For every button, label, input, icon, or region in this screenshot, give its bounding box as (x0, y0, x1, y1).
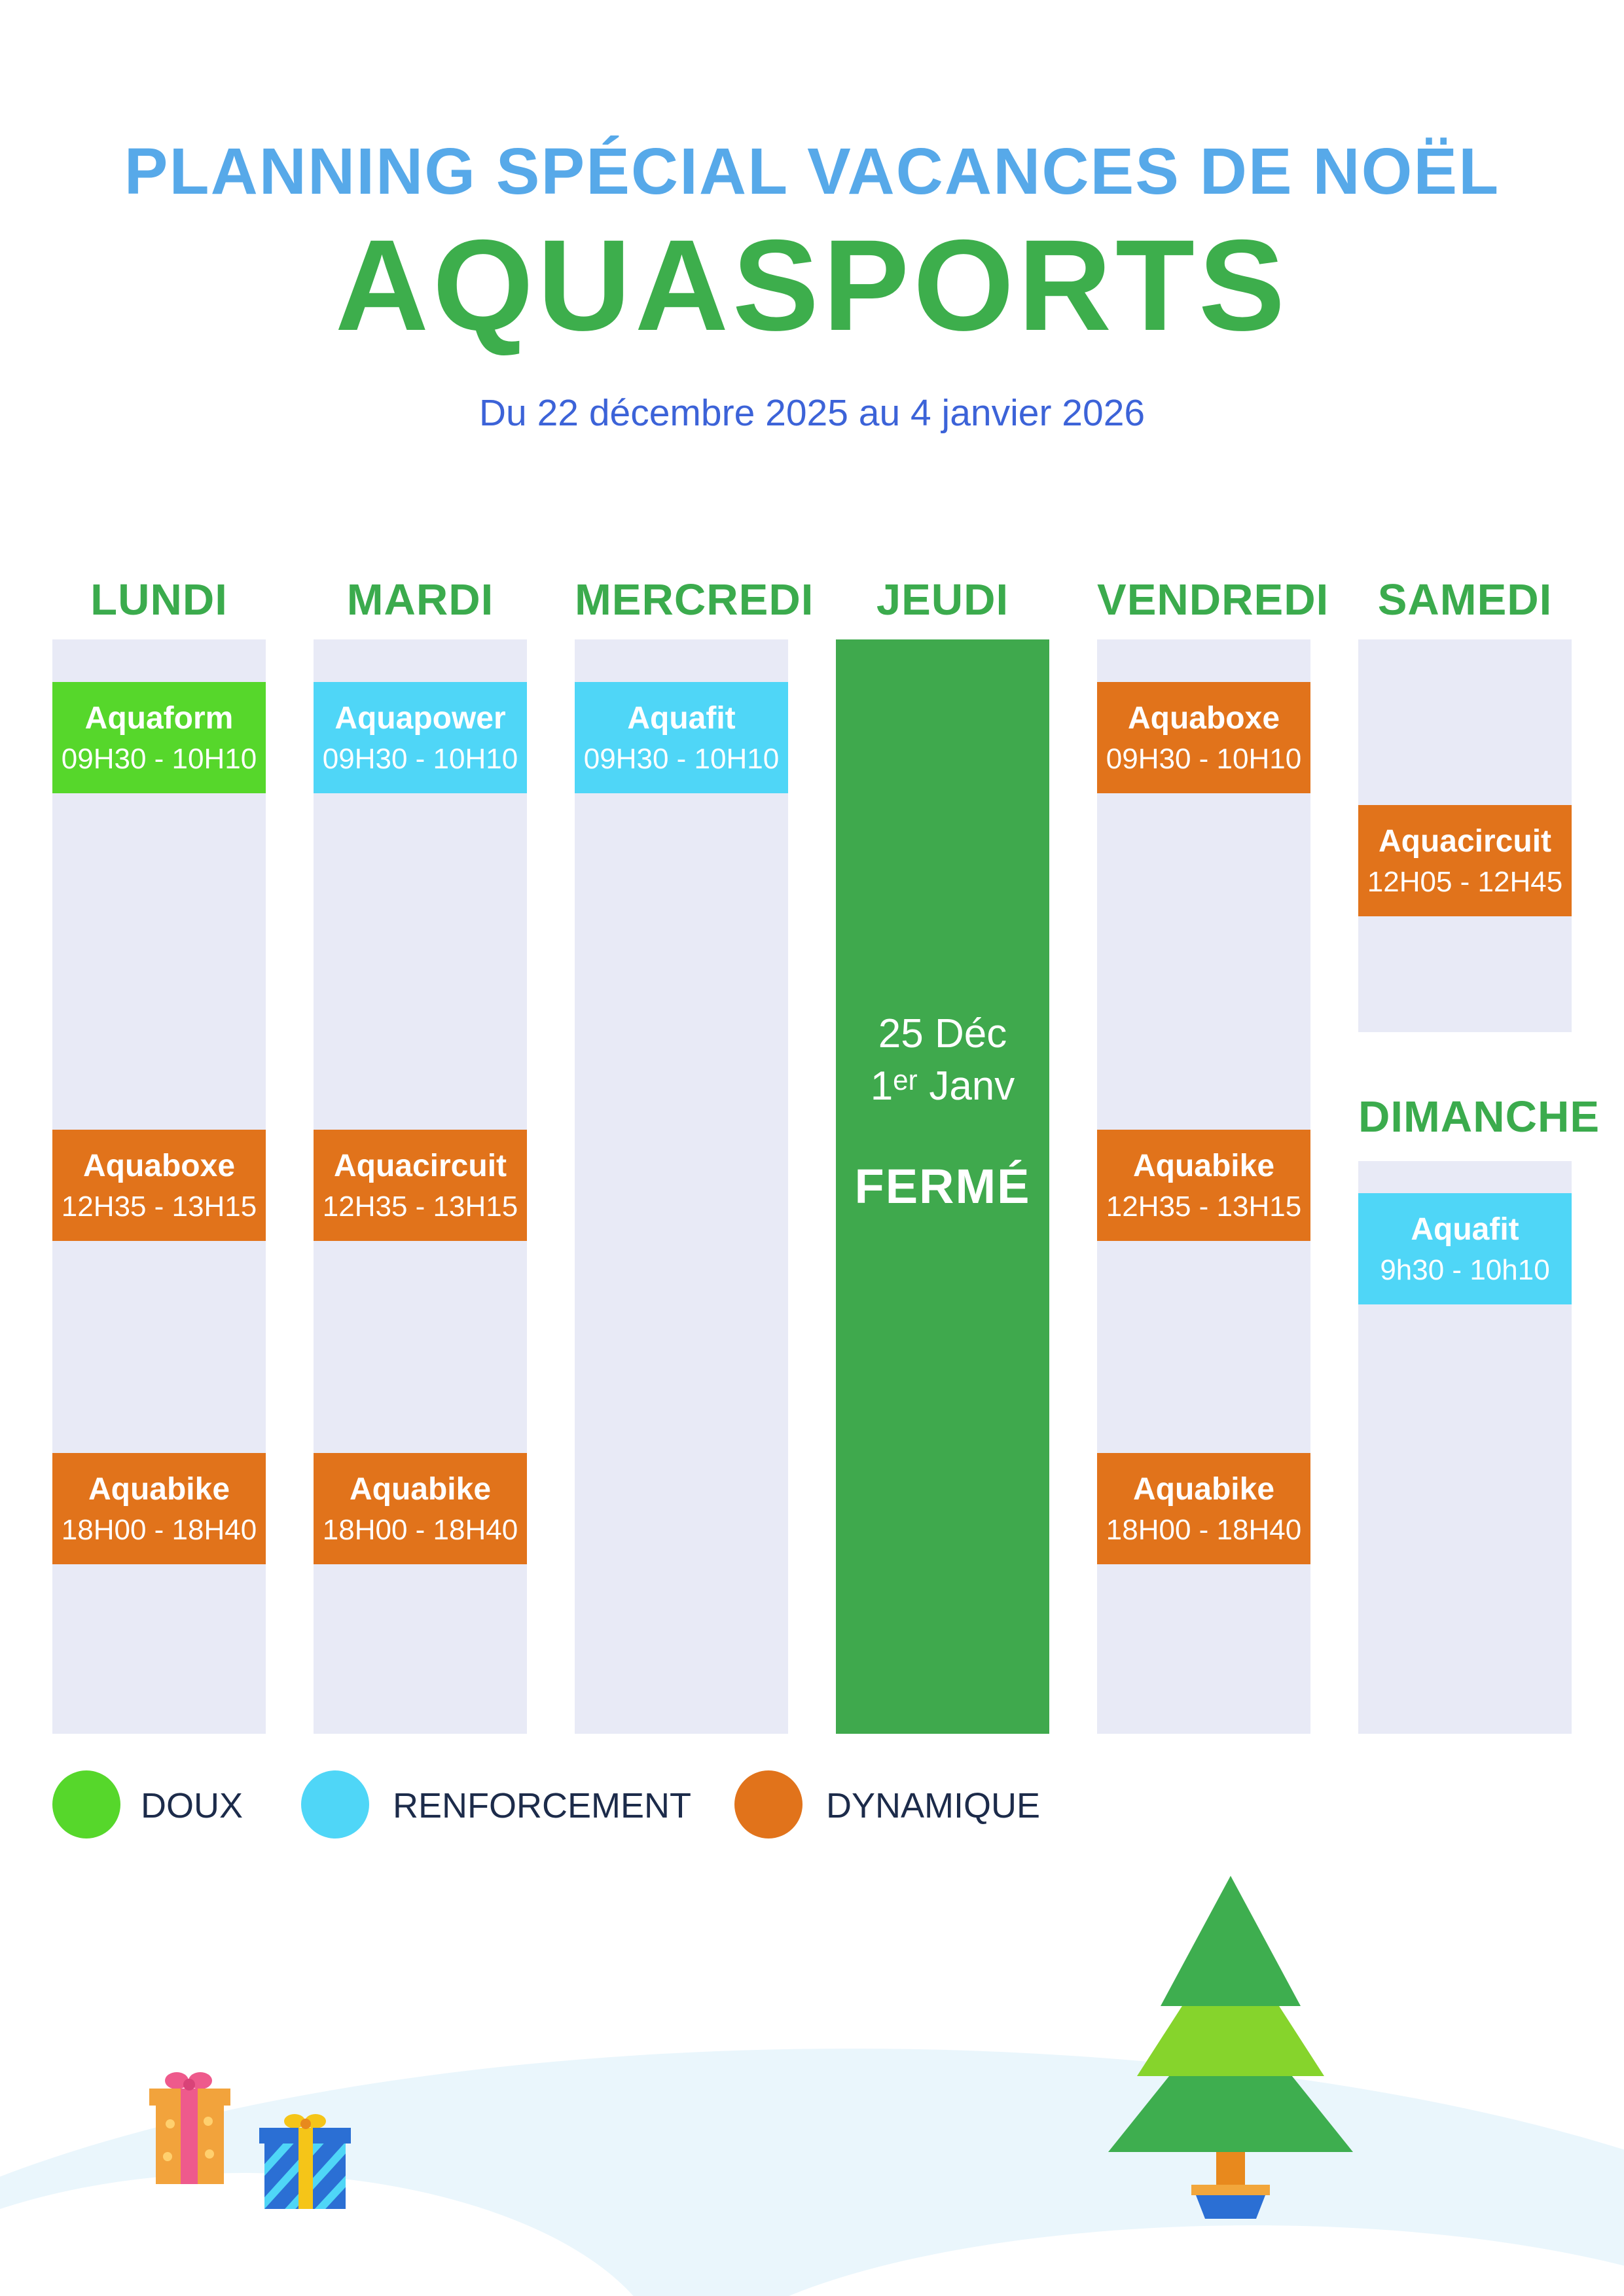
event-name: Aquaboxe (1127, 700, 1280, 736)
tree-top-layer (1161, 1876, 1301, 2006)
christmas-tree-illustration (1108, 1876, 1353, 2219)
event-time: 12H05 - 12H45 (1367, 865, 1563, 898)
event-name: Aquaboxe (82, 1148, 236, 1183)
day-column-mercredi (575, 639, 788, 1734)
event-time: 18H00 - 18H40 (1106, 1513, 1302, 1546)
poster-title-line1: PLANNING SPÉCIAL VACANCES DE NOËL (124, 135, 1500, 208)
legend-dot-dynamique (734, 1770, 803, 1839)
day-column-jeudi-closed (836, 639, 1049, 1734)
event-name: Aquaform (84, 700, 234, 736)
event-time: 18H00 - 18H40 (61, 1513, 257, 1546)
poster-title-line2: AQUASPORTS (334, 213, 1290, 357)
closed-date-line2: 1ᵉʳ Janv (870, 1064, 1015, 1109)
legend-label-dynamique: DYNAMIQUE (826, 1786, 1041, 1825)
legend-dot-doux (52, 1770, 120, 1839)
event-mardi-aquacircuit: Aquacircuit 12H35 - 13H15 (314, 1130, 527, 1241)
gift-blue (259, 2114, 351, 2209)
poster-subtitle: Du 22 décembre 2025 au 4 janvier 2026 (478, 392, 1146, 434)
day-header-jeudi: JEUDI (876, 575, 1009, 624)
event-name: Aquacircuit (333, 1148, 507, 1183)
event-name: Aquabike (88, 1471, 230, 1507)
closed-notice: 25 Déc 1ᵉʳ Janv FERMÉ (836, 1008, 1049, 1214)
event-name: Aquafit (1411, 1211, 1519, 1247)
event-time: 18H00 - 18H40 (322, 1513, 518, 1546)
day-header-mercredi: MERCREDI (575, 575, 814, 624)
event-samedi-aquacircuit: Aquacircuit 12H05 - 12H45 (1358, 805, 1572, 916)
event-name: Aquabike (349, 1471, 492, 1507)
event-name: Aquacircuit (1378, 823, 1552, 859)
event-mercredi-aquafit: Aquafit 09H30 - 10H10 (575, 682, 788, 793)
legend-label-doux: DOUX (141, 1786, 244, 1825)
tree-pot (1196, 2195, 1265, 2219)
event-name: Aquafit (627, 700, 736, 736)
event-time: 09H30 - 10H10 (1106, 742, 1302, 775)
event-time: 9h30 - 10h10 (1380, 1253, 1550, 1286)
day-header-mardi: MARDI (346, 575, 494, 624)
event-lundi-aquaform: Aquaform 09H30 - 10H10 (52, 682, 266, 793)
event-vendredi-aquabike-midi: Aquabike 12H35 - 13H15 (1097, 1130, 1310, 1241)
closed-date-line1: 25 Déc (878, 1011, 1007, 1056)
event-name: Aquabike (1132, 1471, 1275, 1507)
event-time: 09H30 - 10H10 (583, 742, 780, 775)
day-header-vendredi: VENDREDI (1097, 575, 1329, 624)
event-name: Aquapower (334, 700, 506, 736)
event-vendredi-aquaboxe: Aquaboxe 09H30 - 10H10 (1097, 682, 1310, 793)
event-vendredi-aquabike-soir: Aquabike 18H00 - 18H40 (1097, 1453, 1310, 1564)
day-header-samedi: SAMEDI (1377, 575, 1553, 624)
legend-dot-renforcement (301, 1770, 369, 1839)
gift-orange (149, 2072, 230, 2184)
event-name: Aquabike (1132, 1148, 1275, 1183)
day-header-lundi: LUNDI (90, 575, 228, 624)
event-time: 12H35 - 13H15 (322, 1190, 518, 1223)
closed-status: FERMÉ (854, 1159, 1031, 1213)
day-header-dimanche: DIMANCHE (1358, 1092, 1600, 1141)
event-time: 12H35 - 13H15 (61, 1190, 257, 1223)
legend-label-renforcement: RENFORCEMENT (393, 1786, 691, 1825)
event-mardi-aquapower: Aquapower 09H30 - 10H10 (314, 682, 527, 793)
event-time: 09H30 - 10H10 (322, 742, 518, 775)
event-time: 12H35 - 13H15 (1106, 1190, 1302, 1223)
event-dimanche-aquafit: Aquafit 9h30 - 10h10 (1358, 1193, 1572, 1304)
gift-boxes-illustration (149, 2072, 351, 2209)
event-lundi-aquabike: Aquabike 18H00 - 18H40 (52, 1453, 266, 1564)
event-time: 09H30 - 10H10 (61, 742, 257, 775)
event-mardi-aquabike: Aquabike 18H00 - 18H40 (314, 1453, 527, 1564)
event-lundi-aquaboxe: Aquaboxe 12H35 - 13H15 (52, 1130, 266, 1241)
tree-pot-rim (1191, 2185, 1270, 2195)
